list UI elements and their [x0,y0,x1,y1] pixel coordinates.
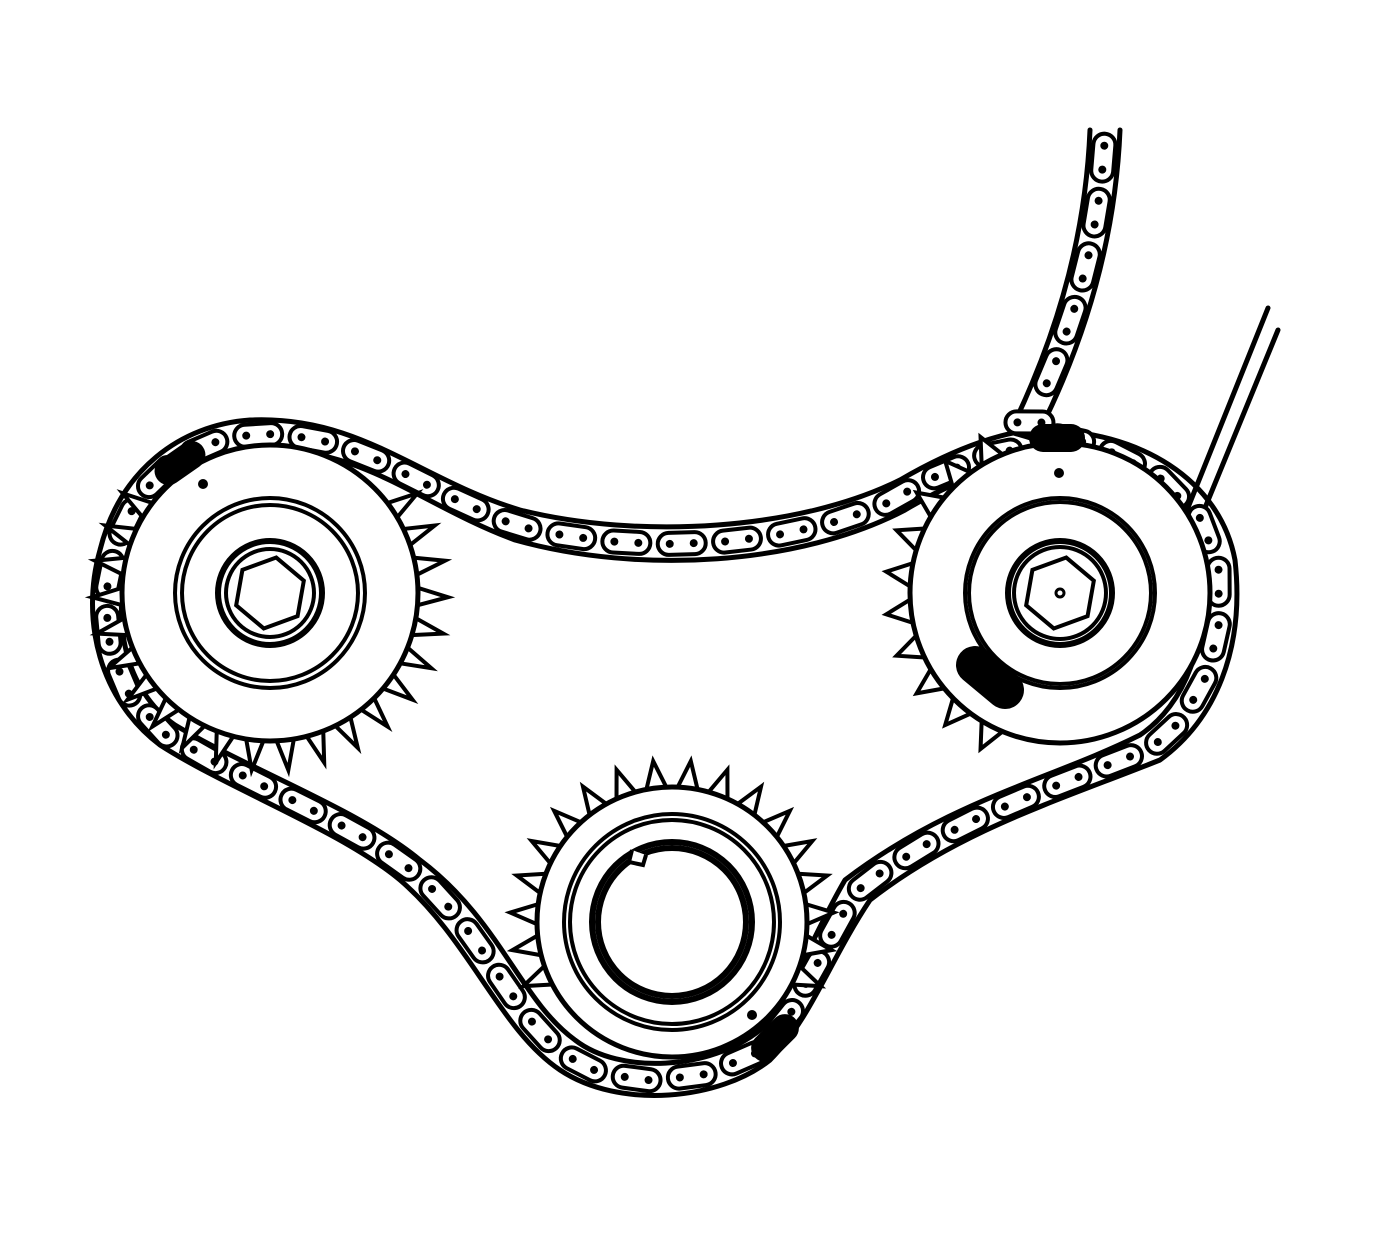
sprocket-tooth [506,933,542,958]
sprocket-tooth [504,902,539,927]
bore-ring [595,845,749,999]
hub-ring [215,538,325,648]
sprocket-tooth [942,697,972,729]
chain-link [327,812,377,851]
sprocket-tooth [762,806,795,838]
sprocket-plate [534,784,810,1060]
chain-link [655,530,708,557]
chain-link [1179,664,1219,714]
timing-dot-icon [1054,468,1064,478]
hex-bolt-icon [1024,555,1096,631]
sprocket-tooth [511,871,547,895]
crank-mark-icon [751,1014,799,1062]
sprocket-tooth [87,555,130,578]
hub-ring [1012,545,1108,641]
sprocket-plate [119,442,421,744]
chain-link [278,786,328,825]
chain-link [418,875,462,921]
sprocket-tooth [410,555,453,578]
chain-link [486,962,527,1011]
right-camshaft-sprocket [881,432,1213,754]
chain-strand-outer-edge [1197,327,1281,523]
left-cam-mark-icon [154,440,206,486]
chain-link [766,516,818,548]
sprocket-ring [173,496,367,690]
keyway-notch [626,849,648,868]
chain-link [391,460,441,499]
timing-slot [956,646,1024,709]
chain-link [665,1061,718,1091]
hex-bolt-icon [234,555,306,631]
chain-link [872,478,922,517]
sprocket-ring [963,496,1157,690]
chain-link [1205,555,1232,608]
sprocket-tooth [84,584,127,608]
hub-ring [1005,538,1115,648]
sprocket-tooth [912,668,945,697]
chain-link [1069,241,1102,293]
left-camshaft-sprocket [84,442,456,778]
chain-link [990,783,1041,820]
sprocket-tooth [797,871,833,895]
chain-link [232,421,285,449]
bore-ring [589,839,755,1005]
sprocket-tooth [736,781,765,816]
chain-link [341,437,392,474]
chain-link [1081,186,1112,239]
timing-chain [90,127,1281,1098]
chain-link [1053,294,1088,346]
chain-strand-inner-edge [1182,305,1271,518]
sprocket-tooth [805,902,840,927]
chain-link [518,1007,562,1054]
sprockets [84,432,1213,1060]
sprocket-tooth [942,457,972,489]
chain-outer-edge [90,127,1240,1098]
sprocket-tooth [912,489,945,518]
chain-link [545,521,598,552]
chain-link [940,805,990,844]
chain-link [1089,131,1118,184]
chain-link [610,1063,663,1094]
chain-link [846,859,894,902]
alignment-marks [154,424,1085,1062]
right-cam-mark-icon [1029,424,1085,452]
center-dot [1054,587,1066,599]
sprocket-tooth [881,561,914,589]
sprocket-tooth [978,432,1004,466]
sprocket-tooth [644,755,669,790]
sprocket-tooth [579,781,608,816]
chain-link [711,525,763,555]
chain-link [820,500,871,536]
chain-link [892,830,941,871]
chain-link [1042,763,1093,799]
timing-dot-icon [747,1010,757,1020]
sprocket-tooth [881,597,914,625]
sprocket-tooth [549,806,582,838]
chain-link [375,840,423,882]
sprocket-ring [180,503,360,683]
sprocket-tooth [273,735,297,778]
chain-link [1033,347,1070,398]
sprocket-tooth [802,933,838,958]
chain-link [600,528,653,556]
chain-link [1144,712,1190,756]
sprocket-ring [568,818,776,1026]
sprocket-ring [967,500,1153,686]
sprocket-tooth [413,584,456,608]
chain-link [1093,743,1144,779]
crankshaft-sprocket [504,755,840,1060]
chain-link [228,762,279,800]
sprocket-tooth [675,755,700,790]
hub-ring [224,547,316,639]
chain-link [491,508,543,542]
sprocket-tooth [978,720,1004,754]
chain-link [440,485,491,523]
sprocket-ring [562,812,782,1032]
chain-link [454,917,496,965]
timing-dot-icon [198,479,208,489]
chain-link [558,1045,608,1084]
sprocket-tooth [243,735,267,778]
